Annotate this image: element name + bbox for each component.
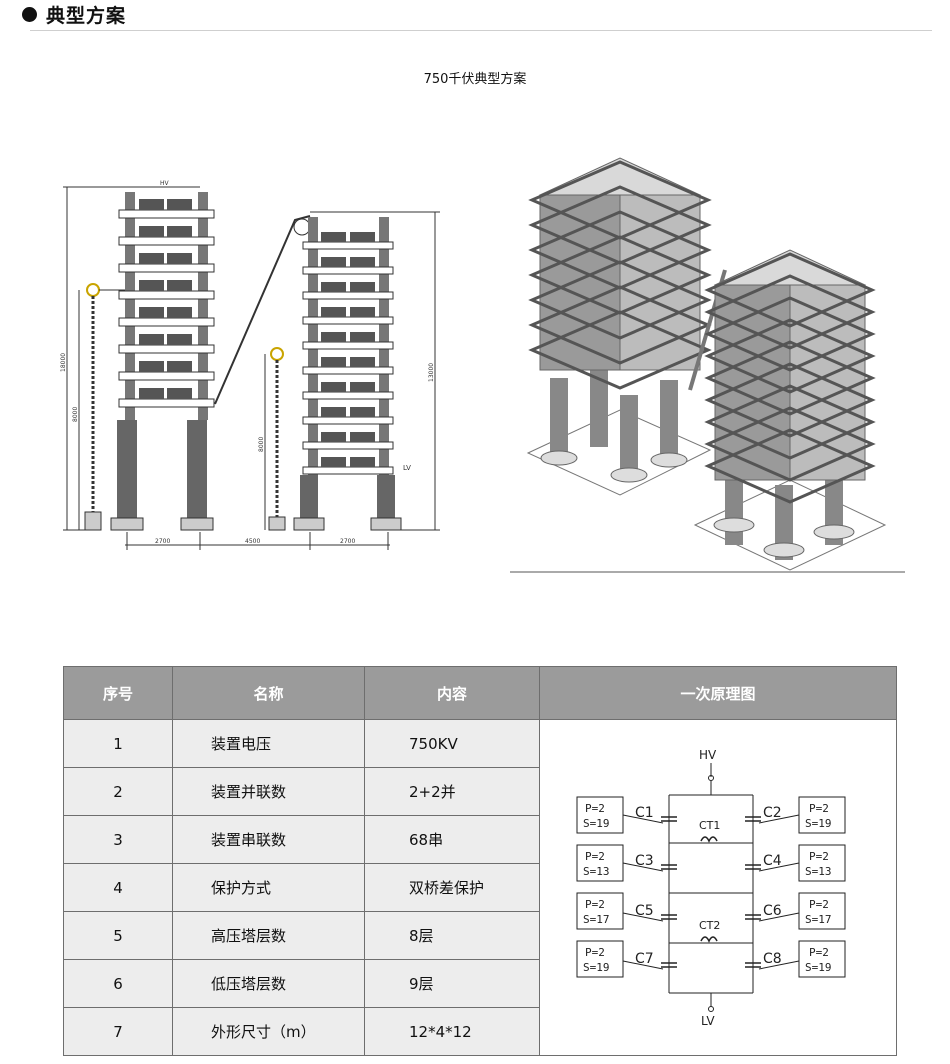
isometric-drawing (510, 157, 905, 573)
box4-p: P=2 (809, 850, 829, 863)
hv-top-label: HV (160, 180, 170, 187)
dim-vertical-1: 18000 (60, 353, 67, 372)
row-content: 12*4*12 (364, 1007, 540, 1056)
figure-caption: 750千伏典型方案 (423, 72, 527, 87)
dim-bottom-3: 2700 (340, 538, 355, 545)
row-name: 装置并联数 (172, 767, 365, 816)
tower-a (526, 157, 712, 496)
table-row: 6 低压塔层数 9层 (63, 959, 897, 1008)
row-content: 2+2并 (364, 767, 540, 816)
cap-c8: C8 (763, 951, 782, 967)
section-header: 典型方案 (22, 0, 126, 28)
section-title: 典型方案 (46, 4, 127, 27)
table-row: 2 装置并联数 2+2并 (63, 767, 897, 816)
schematic-cell: HV LV (539, 719, 897, 1056)
box7-s: S=19 (583, 961, 610, 974)
row-name: 装置串联数 (172, 815, 365, 864)
row-no: 5 (63, 911, 173, 960)
row-content: 68串 (364, 815, 540, 864)
table-header-row: 序号 名称 内容 一次原理图 (63, 666, 897, 720)
table-row: 4 保护方式 双桥差保护 (63, 863, 897, 912)
primary-schematic: HV LV (576, 748, 846, 1028)
row-no: 6 (63, 959, 173, 1008)
lv-label-schematic: LV (701, 1014, 715, 1028)
cap-c2: C2 (763, 805, 782, 821)
box7-p: P=2 (585, 946, 605, 959)
cap-c3: C3 (635, 853, 654, 869)
row-name: 低压塔层数 (172, 959, 365, 1008)
box5-s: S=17 (583, 913, 610, 926)
box4-s: S=13 (805, 865, 832, 878)
row-content: 8层 (364, 911, 540, 960)
box2-p: P=2 (809, 802, 829, 815)
row-no: 1 (63, 719, 173, 768)
row-name: 外形尺寸（m） (172, 1007, 365, 1056)
box2-s: S=19 (805, 817, 832, 830)
box8-p: P=2 (809, 946, 829, 959)
cap-c5: C5 (635, 903, 654, 919)
spec-table: 序号 名称 内容 一次原理图 1 装置电压 750KV HV (63, 666, 897, 1056)
cap-c1: C1 (635, 805, 654, 821)
ct2-label: CT2 (699, 919, 720, 932)
ct1-label: CT1 (699, 819, 720, 832)
dim-vertical-4: 13000 (428, 363, 435, 382)
row-content: 750KV (364, 719, 540, 768)
bullet-dot-icon (22, 6, 37, 22)
row-name: 保护方式 (172, 863, 365, 912)
arrester-left (84, 283, 125, 531)
hv-tower (110, 192, 215, 531)
cap-c4: C4 (763, 853, 782, 869)
box3-p: P=2 (585, 850, 605, 863)
dim-vertical-2: 8000 (72, 407, 79, 422)
table-row: 1 装置电压 750KV HV LV (63, 719, 897, 1056)
dim-bottom-2: 4500 (245, 538, 260, 545)
cap-c7: C7 (635, 951, 654, 967)
header-content: 内容 (364, 666, 540, 720)
section-divider (30, 30, 932, 31)
hv-label: HV (699, 748, 717, 762)
row-no: 7 (63, 1007, 173, 1056)
arrester-right (264, 347, 286, 531)
row-no: 3 (63, 815, 173, 864)
table-row: 3 装置串联数 68串 (63, 815, 897, 864)
table-row: 5 高压塔层数 8层 (63, 911, 897, 960)
cap-c6: C6 (763, 903, 782, 919)
box8-s: S=19 (805, 961, 832, 974)
lv-tower (293, 217, 402, 531)
box3-s: S=13 (583, 865, 610, 878)
row-name: 高压塔层数 (172, 911, 365, 960)
row-content: 双桥差保护 (364, 863, 540, 912)
box1-p: P=2 (585, 802, 605, 815)
tower-b (693, 249, 887, 571)
table-row: 7 外形尺寸（m） 12*4*12 (63, 1007, 897, 1056)
box6-p: P=2 (809, 898, 829, 911)
elevation-drawing: HV 18000 8000 (60, 180, 440, 550)
row-no: 2 (63, 767, 173, 816)
box1-s: S=19 (583, 817, 610, 830)
box5-p: P=2 (585, 898, 605, 911)
box6-s: S=17 (805, 913, 832, 926)
header-no: 序号 (63, 666, 173, 720)
header-name: 名称 (172, 666, 365, 720)
header-schematic: 一次原理图 (539, 666, 897, 720)
row-name: 装置电压 (172, 719, 365, 768)
dim-vertical-3: 8000 (258, 437, 265, 452)
dim-bottom-1: 2700 (155, 538, 170, 545)
lv-label: LV (403, 464, 411, 472)
row-no: 4 (63, 863, 173, 912)
row-content: 9层 (364, 959, 540, 1008)
